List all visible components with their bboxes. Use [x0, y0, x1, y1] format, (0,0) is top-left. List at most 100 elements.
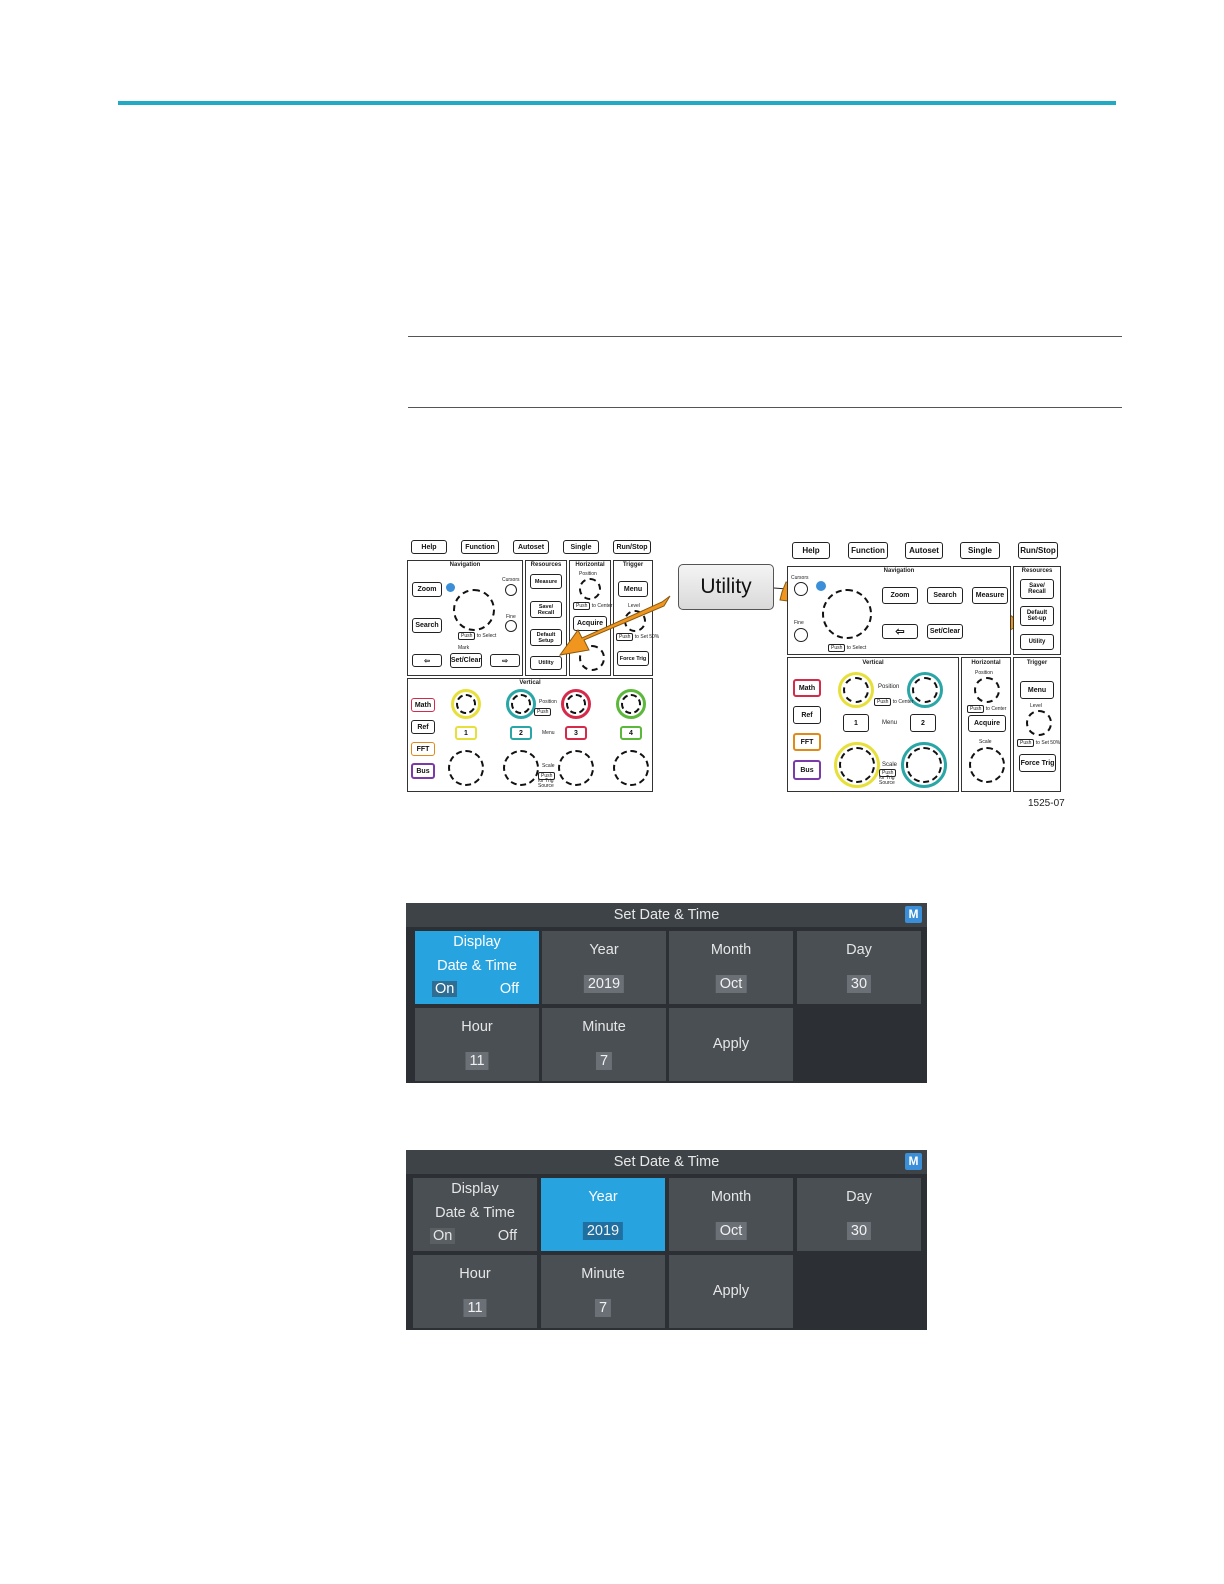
ch3-button[interactable]: 3: [565, 726, 587, 740]
display-on-option[interactable]: On: [430, 1228, 456, 1244]
year-tile[interactable]: Year 2019: [541, 1178, 665, 1251]
ch2-position-knob[interactable]: [506, 689, 536, 719]
cursors-button[interactable]: [505, 584, 517, 596]
set-clear-button[interactable]: Set/Clear: [927, 624, 963, 639]
trigger-menu-button[interactable]: Menu: [1020, 681, 1054, 699]
vertical-menu-label: Menu: [542, 730, 555, 736]
math-button[interactable]: Math: [793, 679, 821, 697]
horizontal-position-knob[interactable]: [579, 578, 601, 600]
horizontal-scale-knob[interactable]: [969, 747, 1005, 783]
navigation-knob[interactable]: [453, 589, 495, 631]
day-value: 30: [846, 975, 872, 993]
vertical-section: Vertical Math Ref FFT Bus Position Push …: [407, 678, 653, 792]
apply-button[interactable]: Apply: [669, 1008, 793, 1081]
fine-button[interactable]: [505, 620, 517, 632]
save-recall-button[interactable]: Save/ Recall: [530, 601, 562, 618]
single-button[interactable]: Single: [563, 540, 599, 554]
ch2-position-knob[interactable]: [907, 672, 943, 708]
run-stop-button[interactable]: Run/Stop: [1018, 542, 1058, 559]
display-off-option[interactable]: Off: [497, 1228, 517, 1244]
trigger-level-knob[interactable]: [1026, 710, 1052, 736]
ch1-position-knob[interactable]: [451, 689, 481, 719]
save-recall-button[interactable]: Save/ Recall: [1020, 579, 1054, 599]
default-setup-button[interactable]: Default Set-up: [1020, 606, 1054, 626]
previous-arrow-button[interactable]: ⇦: [882, 624, 918, 639]
cursors-button[interactable]: [794, 582, 808, 596]
help-button[interactable]: Help: [792, 542, 830, 559]
utility-button[interactable]: Utility: [530, 656, 562, 670]
month-label: Month: [710, 1189, 752, 1205]
function-button[interactable]: Function: [848, 542, 888, 559]
autoset-button[interactable]: Autoset: [513, 540, 549, 554]
fft-button[interactable]: FFT: [411, 742, 435, 756]
trigger-menu-button[interactable]: Menu: [618, 581, 648, 597]
single-button[interactable]: Single: [960, 542, 1000, 559]
header-rule: [118, 101, 1116, 105]
next-arrow-button[interactable]: ⇨: [490, 654, 520, 667]
month-value: Oct: [715, 975, 747, 993]
trigger-level-label: Level: [1030, 703, 1042, 709]
zoom-button[interactable]: Zoom: [882, 587, 918, 604]
acquire-button[interactable]: Acquire: [968, 715, 1006, 732]
day-tile[interactable]: Day 30: [797, 1178, 921, 1251]
bus-button[interactable]: Bus: [411, 763, 435, 779]
ch4-scale-knob[interactable]: [613, 750, 649, 786]
minute-tile[interactable]: Minute 7: [542, 1008, 666, 1081]
horizontal-scale-knob[interactable]: [579, 645, 605, 671]
hour-label: Hour: [461, 1019, 493, 1035]
display-date-time-tile[interactable]: Display Date & Time On Off: [415, 931, 539, 1004]
display-off-option[interactable]: Off: [499, 981, 519, 997]
display-on-option[interactable]: On: [432, 981, 458, 997]
set-clear-button[interactable]: Set/Clear: [450, 653, 482, 668]
menu-m-icon[interactable]: M: [905, 1153, 922, 1170]
ch1-position-knob[interactable]: [838, 672, 874, 708]
utility-button[interactable]: Utility: [1020, 634, 1054, 650]
bus-button[interactable]: Bus: [793, 760, 821, 780]
search-button[interactable]: Search: [412, 618, 442, 633]
menu-m-icon[interactable]: M: [905, 906, 922, 923]
year-value: 2019: [582, 1222, 624, 1240]
display-date-time-tile[interactable]: Display Date & Time On Off: [413, 1178, 537, 1251]
year-tile[interactable]: Year 2019: [542, 931, 666, 1004]
ch1-scale-knob[interactable]: [834, 742, 880, 788]
month-tile[interactable]: Month Oct: [669, 1178, 793, 1251]
measure-button[interactable]: Measure: [972, 587, 1008, 604]
force-trig-button[interactable]: Force Trig: [1019, 754, 1056, 772]
hour-tile[interactable]: Hour 11: [413, 1255, 537, 1328]
zoom-button[interactable]: Zoom: [412, 582, 442, 597]
ch1-button[interactable]: 1: [843, 714, 869, 732]
help-button[interactable]: Help: [411, 540, 447, 554]
month-tile[interactable]: Month Oct: [669, 931, 793, 1004]
ch1-button[interactable]: 1: [455, 726, 477, 740]
force-trig-button[interactable]: Force Trig: [617, 651, 649, 666]
ref-button[interactable]: Ref: [411, 720, 435, 734]
ch1-scale-knob[interactable]: [448, 750, 484, 786]
ch2-scale-knob[interactable]: [503, 750, 539, 786]
default-setup-button[interactable]: Default Setup: [530, 629, 562, 646]
day-tile[interactable]: Day 30: [797, 931, 921, 1004]
date-time-label: Date & Time: [435, 1205, 515, 1221]
fft-button[interactable]: FFT: [793, 733, 821, 751]
previous-arrow-button[interactable]: ⇦: [412, 654, 442, 667]
math-button[interactable]: Math: [411, 698, 435, 712]
function-button[interactable]: Function: [461, 540, 499, 554]
ch2-button[interactable]: 2: [910, 714, 936, 732]
apply-button[interactable]: Apply: [669, 1255, 793, 1328]
minute-tile[interactable]: Minute 7: [541, 1255, 665, 1328]
search-button[interactable]: Search: [927, 587, 963, 604]
autoset-button[interactable]: Autoset: [905, 542, 943, 559]
hour-tile[interactable]: Hour 11: [415, 1008, 539, 1081]
ch4-position-knob[interactable]: [616, 689, 646, 719]
ch4-button[interactable]: 4: [620, 726, 642, 740]
run-stop-button[interactable]: Run/Stop: [613, 540, 651, 554]
measure-button[interactable]: Measure: [530, 574, 562, 589]
ch2-scale-knob[interactable]: [901, 742, 947, 788]
ch3-scale-knob[interactable]: [558, 750, 594, 786]
acquire-button[interactable]: Acquire: [573, 616, 607, 631]
ch2-button[interactable]: 2: [510, 726, 532, 740]
navigation-knob[interactable]: [822, 589, 872, 639]
fine-button[interactable]: [794, 628, 808, 642]
horizontal-position-knob[interactable]: [974, 677, 1000, 703]
ref-button[interactable]: Ref: [793, 706, 821, 724]
ch3-position-knob[interactable]: [561, 689, 591, 719]
